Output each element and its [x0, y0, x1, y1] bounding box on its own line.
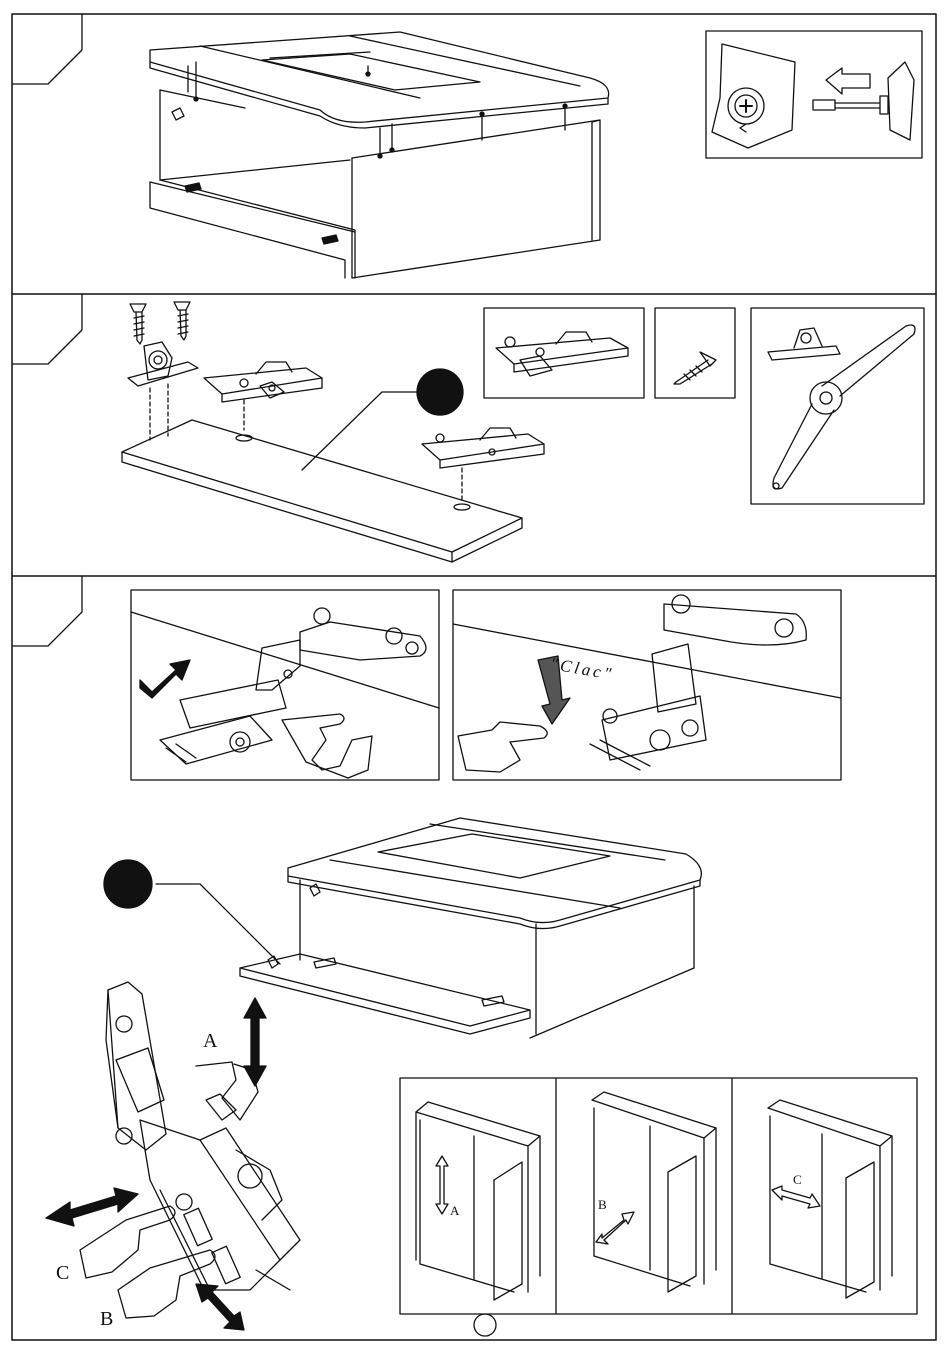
- step-tab-1: [12, 14, 82, 84]
- cam-lock-inset: [706, 31, 922, 158]
- door-label-c: C: [793, 1172, 802, 1188]
- step-tab-2: [12, 294, 82, 364]
- hinge-adjustment-illustration: [46, 982, 300, 1330]
- hinge-clip-click-panel: [453, 590, 841, 780]
- cabinet-with-door: [156, 818, 701, 1038]
- door-label-a: A: [450, 1203, 459, 1219]
- part-marker-dot-1: [417, 369, 463, 415]
- hinge-clip-on-panel: [131, 590, 439, 780]
- part-marker-dot-2: [104, 860, 152, 908]
- plate-wrench-inset: [751, 308, 924, 504]
- adjust-label-c: C: [56, 1262, 69, 1285]
- door-panel-hinge-mounting: [122, 302, 544, 562]
- step-tab-3: [12, 576, 82, 646]
- adjust-label-b: B: [100, 1308, 113, 1331]
- screw-inset: [655, 308, 735, 398]
- adjust-label-a: A: [203, 1030, 217, 1053]
- cabinet-top-assembly: [150, 32, 609, 278]
- door-label-b: B: [598, 1197, 607, 1213]
- hinge-inset: [484, 308, 644, 398]
- page-number-circle: [474, 1314, 496, 1336]
- door-adjustment-panels: [400, 1078, 917, 1314]
